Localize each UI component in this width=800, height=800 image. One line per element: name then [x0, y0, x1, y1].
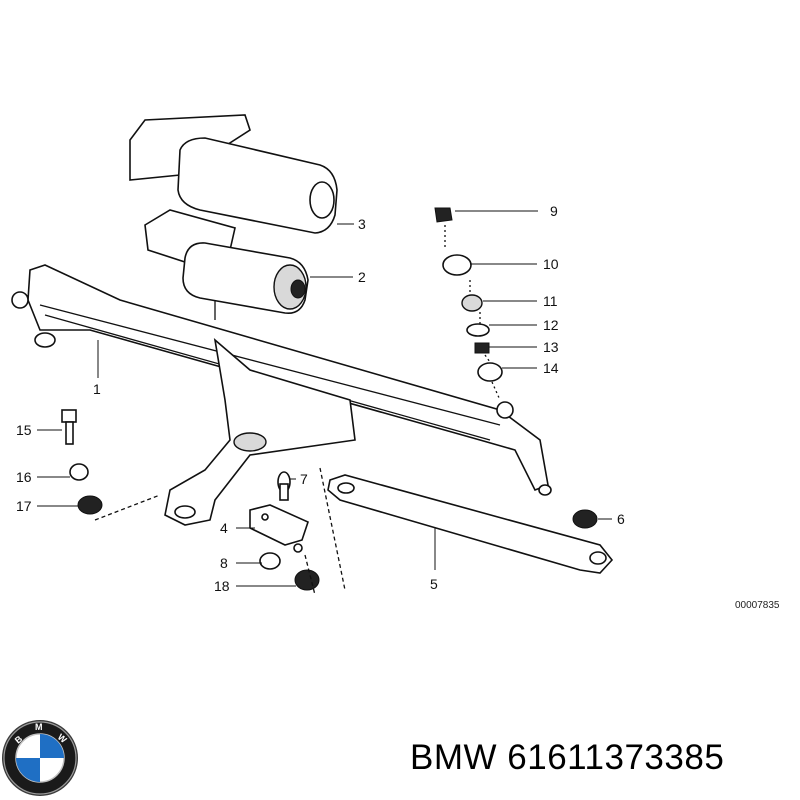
svg-text:M: M [35, 722, 43, 732]
callout-15: 15 [16, 422, 32, 438]
callout-1: 1 [93, 381, 101, 397]
hardware-bolts-group [61, 409, 346, 596]
callout-13: 13 [543, 339, 559, 355]
callout-16: 16 [16, 469, 32, 485]
callout-17: 17 [16, 498, 32, 514]
callout-2: 2 [358, 269, 366, 285]
leader-lines [37, 210, 612, 587]
callout-6: 6 [617, 511, 625, 527]
part-number-caption: BMW 61611373385 [410, 738, 725, 777]
callout-4: 4 [220, 520, 228, 536]
hardware-nuts-group [434, 207, 598, 529]
callout-18: 18 [214, 578, 230, 594]
callout-3: 3 [358, 216, 366, 232]
callout-10: 10 [543, 256, 559, 272]
diagram-code: 00007835 [735, 600, 780, 611]
drive-link-part [327, 474, 614, 574]
wiper-motor-part [144, 209, 309, 320]
callout-5: 5 [430, 576, 438, 592]
callout-14: 14 [543, 360, 559, 376]
callout-7: 7 [300, 471, 308, 487]
bracket-plate-part [249, 504, 309, 553]
bmw-logo: B M W [2, 720, 78, 796]
motor-cover-part [129, 114, 338, 234]
callout-11: 11 [543, 293, 558, 309]
linkage-tube-part [11, 264, 552, 496]
svg-text:B: B [13, 733, 25, 745]
mounting-bracket-part [164, 337, 356, 526]
callout-8: 8 [220, 555, 228, 571]
callout-12: 12 [543, 317, 559, 333]
callout-9: 9 [550, 203, 558, 219]
